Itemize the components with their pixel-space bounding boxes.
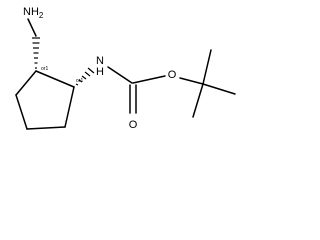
- ring-bond-c4-c5: [15, 94, 28, 130]
- hashed-wedge-nh: [75, 67, 95, 86]
- bond-tbu-methyl-down: [192, 83, 204, 118]
- bond-n-carbonyl: [107, 66, 133, 84]
- ester-oxygen-label: O: [168, 69, 177, 81]
- bond-carbonyl-ester-o: [132, 75, 166, 84]
- molecule-structure: NH2 N H O O or1 or1: [15, 6, 236, 131]
- amine-label: NH2: [23, 6, 44, 20]
- stereo-label-c1: or1: [41, 66, 48, 72]
- bond-tbu-methyl-right: [202, 83, 236, 95]
- carbonyl-oxygen-label: O: [129, 119, 138, 131]
- amide-n-label: N: [96, 55, 104, 67]
- bond-tbu-methyl-up: [202, 49, 212, 85]
- bond-ch2-nh2: [27, 18, 37, 37]
- bond-ester-o-tbu: [179, 77, 204, 85]
- ring-bond-c5-c1: [15, 70, 37, 96]
- ring-bond-c3-c4: [26, 126, 66, 130]
- ring-bond-c2-c3: [64, 86, 75, 128]
- amide-h-label: H: [96, 66, 104, 78]
- ring-bond-c1-c2: [35, 70, 75, 88]
- hashed-wedge-ch2: [32, 37, 40, 69]
- stereo-label-c2: or1: [76, 78, 83, 84]
